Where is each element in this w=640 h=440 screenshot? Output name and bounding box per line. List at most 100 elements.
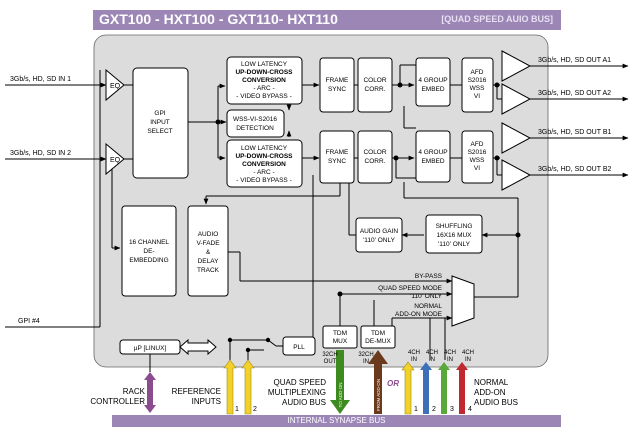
ch4-in-2-l1: 4CH [426,350,438,356]
diagram-title: GXT100 - HXT100 - GXT110- HXT110 [99,11,338,27]
udc-top [226,56,303,105]
color-corr-bottom [357,130,393,184]
udc-top-l1: LOW LATENCY [241,61,288,68]
afd-bot-l2: S2016 [468,149,487,156]
vfade-l3: & [206,249,211,256]
ref-num-1: 1 [235,406,239,413]
out-a2-label: 3Gb/s, HD, SD OUT A2 [538,90,611,97]
ref-num-2: 2 [253,406,257,413]
fs-top-l1: FRAME [326,77,349,84]
ch32-out-l2: OUT [324,359,337,365]
de-embedding [121,205,177,297]
ge-bot-l2: EMBED [421,158,444,165]
normal-bus-l3: AUDIO BUS [474,398,518,407]
reference-l1: REFERENCE [172,387,221,396]
ref-input-2-arrow [241,359,255,415]
tdm-demux-l2: DE-MUX [365,338,391,345]
ch4-in-4-l1: 4CH [462,350,474,356]
udc-bot-l5: - VIDEO BYPASS - [236,177,292,184]
or-label: OR [387,379,399,388]
fs-bot-l1: FRAME [326,149,349,156]
quad-bus-l1: QUAD SPEED [274,378,327,387]
ch32-in-l1: 32CH [358,352,373,358]
de-emb-l2: DE- [143,248,154,255]
udc-bot-l3: CONVERSION [242,161,286,168]
shuffle-l2: 16X16 MUX [436,232,472,239]
eq-2 [105,142,125,176]
pll-label: PLL [293,344,305,351]
gain-l1: AUDIO GAIN [360,228,399,235]
tdm-demux-l1: TDM [371,330,385,337]
afd-top-l2: S2016 [468,77,487,84]
afd-bottom [461,130,494,184]
wss-l1: WSS-VI-S2016 [233,116,277,123]
buffer-a1 [501,50,532,82]
diagram-subtitle: [QUAD SPEED AUIO BUS] [441,14,553,24]
out-b1-label: 3Gb/s, HD, SD OUT B1 [538,129,611,136]
sdi-in-1-label: 3Gb/s, HD, SD IN 1 [10,76,71,83]
vfade-l1: AUDIO [198,231,219,238]
quad-bus-l3: AUDIO BUS [282,398,326,407]
eq-1-label: EQ [110,83,121,90]
gpi-label: GPI #4 [18,318,40,325]
rack-controller-l1: RACK [123,387,146,396]
reference-l2: INPUTS [192,397,221,406]
udc-top-l5: - VIDEO BYPASS - [236,93,292,100]
audio-vfade [187,205,229,297]
afd-bot-l1: AFD [471,141,484,148]
gpi-select-label-2: INPUT [150,119,170,126]
ch4-in-1-l1: 4CH [408,350,420,356]
shuffle-l3: '110' ONLY [438,241,471,248]
afd-bot-l3: WSS [470,157,485,164]
buffer-b1 [501,122,532,154]
to-addon-label: TO ADD-ON [338,383,343,408]
udc-top-l3: CONVERSION [242,77,286,84]
up-double-arrow [179,338,217,356]
udc-top-l2: UP-DOWN-CROSS [235,69,293,76]
addon-3-arrow [438,362,450,414]
addon-2-arrow [420,362,432,414]
gpi-input-select [132,67,189,179]
ge-top-l1: 4 GROUP [418,77,447,84]
vfade-l5: TRACK [197,267,220,274]
quad-speed-l1: QUAD SPEED MODE [378,285,443,292]
pll [282,336,316,356]
gpi-select-label-3: SELECT [147,128,172,135]
afd-top-l3: WSS [470,85,485,92]
header-bar: GXT100 - HXT100 - GXT110- HXT110 [QUAD S… [93,10,561,30]
internal-synapse-bus: INTERNAL SYNAPSE BUS [112,415,561,427]
udc-top-l4: - ARC - [253,85,274,92]
tdm-demux [360,325,396,349]
addon-num-2: 2 [432,406,436,413]
buffer-b2 [501,159,532,191]
frame-sync-bottom [319,130,355,184]
internal-bus-label: INTERNAL SYNAPSE BUS [287,416,386,425]
udc-bot-l2: UP-DOWN-CROSS [235,153,293,160]
eq-2-label: EQ [110,157,121,164]
afd-bot-l4: VI [474,165,480,172]
wss-detection [226,109,285,138]
audio-mux [451,275,475,327]
out-b2-label: 3Gb/s, HD, SD OUT B2 [538,166,611,173]
tdm-mux [322,325,358,349]
quad-bus-l2: MULTIPLEXING [268,388,326,397]
addon-1-arrow [401,361,415,415]
wss-l2: DETECTION [236,125,274,132]
rack-controller-l2: CONTROLLER [90,397,145,406]
vfade-l2: V-FADE [196,240,220,247]
cc-top-l1: COLOR [363,77,386,84]
tdm-mux-l1: TDM [333,330,347,337]
afd-top [461,57,494,113]
ch32-out-l1: 32CH [322,352,337,358]
ch4-in-2-l2: IN [429,357,435,363]
group-embed-top [415,57,451,107]
frame-sync-top [319,57,355,113]
eq-1 [105,68,125,102]
gain-l2: '110' ONLY [363,237,396,244]
addon-num-4: 4 [468,406,472,413]
buffer-a2 [501,83,532,115]
bypass-label: BY-PASS [415,273,443,280]
ge-top-l2: EMBED [421,86,444,93]
ch4-in-1-l2: IN [411,357,417,363]
